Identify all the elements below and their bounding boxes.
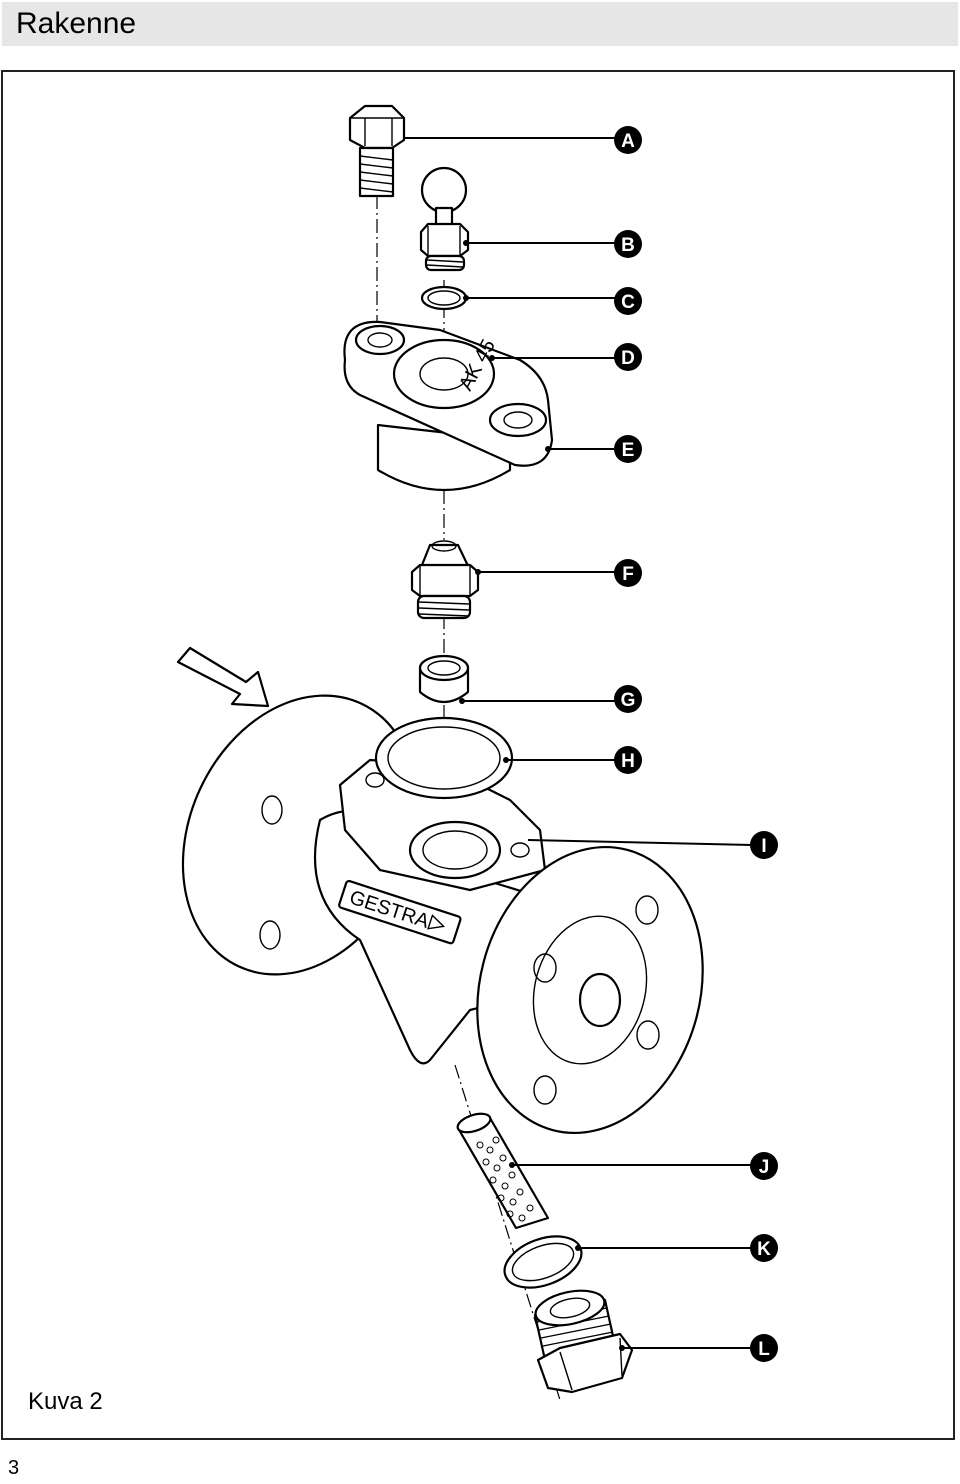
callout-c: C [614,287,642,315]
svg-text:L: L [758,1339,770,1360]
callout-i: I [750,831,778,859]
callout-j: J [750,1152,778,1180]
part-de-cover: AK 45 [343,320,554,491]
svg-text:D: D [621,348,635,369]
callout-k: K [750,1234,778,1262]
svg-text:A: A [621,131,635,152]
svg-text:B: B [621,235,635,256]
callout-f: F [614,559,642,587]
leader-lines [404,137,753,1351]
callout-l: L [750,1334,778,1362]
callout-g: G [614,685,642,713]
header-bar: Rakenne [2,2,958,46]
figure-frame [1,70,955,1440]
callout-a: A [614,126,642,154]
svg-text:J: J [759,1157,770,1178]
figure-caption: Kuva 2 [28,1388,103,1415]
page-title: Rakenne [16,7,137,40]
part-a-bolt [348,104,406,198]
callout-e: E [614,435,642,463]
svg-text:C: C [621,292,635,313]
svg-text:I: I [761,836,766,857]
page-number: 3 [8,1457,20,1479]
part-b-valve-stem [419,166,470,272]
svg-text:K: K [757,1239,771,1260]
part-k-ring [503,1235,583,1289]
part-g-sleeve [418,654,470,704]
part-i-valve-body: GESTRA [181,694,704,1135]
part-c-seal-ring [420,285,468,311]
svg-text:E: E [622,440,635,461]
part-f-nozzle-insert [410,540,480,620]
svg-text:G: G [621,690,636,711]
flow-arrow [176,646,270,708]
callout-b: B [614,230,642,258]
part-j-strainer [456,1112,550,1230]
callout-d: D [614,343,642,371]
part-h-gasket [374,716,514,800]
svg-text:H: H [621,751,635,772]
callout-h: H [614,746,642,774]
part-l-plug [533,1289,634,1394]
svg-text:F: F [622,564,634,585]
